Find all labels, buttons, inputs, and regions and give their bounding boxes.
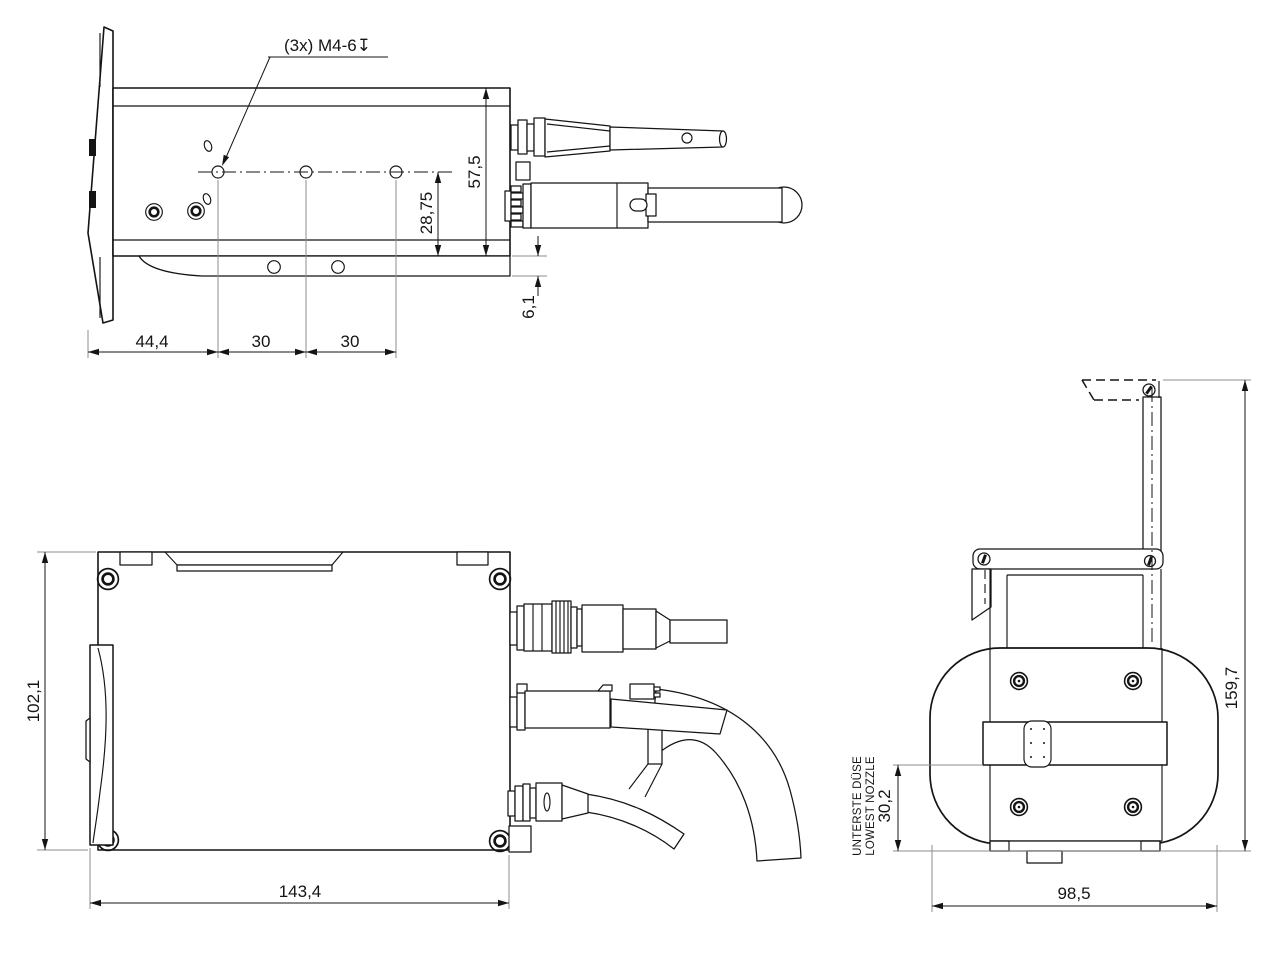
m12-connector	[509, 600, 728, 654]
top-bracket	[971, 548, 1164, 621]
top-notch	[119, 551, 153, 566]
dim-159-7: 159,7	[893, 379, 1251, 852]
bottom-strip	[989, 840, 1161, 864]
nozzle-label-en: LOWEST NOZZLE	[865, 756, 877, 856]
dim-30-2: 30,2 LOWEST NOZZLE UNTERSTE DÜSE	[852, 756, 983, 856]
top-notch	[456, 551, 489, 566]
dim-label: 30	[252, 332, 271, 351]
dim-label: 98,5	[1057, 884, 1090, 903]
dim-28-75: 28,75	[417, 172, 442, 256]
flange-slot	[89, 139, 96, 156]
mounting-flange	[87, 26, 114, 324]
side-view: 159,7 30,2 LOWEST NOZZLE UNTERSTE DÜSE 9…	[852, 379, 1251, 912]
nozzle	[1023, 720, 1052, 768]
dim-label: 6,1	[519, 295, 538, 319]
nozzle-label-de: UNTERSTE DÜSE	[852, 756, 864, 856]
side-flap	[971, 568, 992, 621]
edge-tab	[515, 161, 531, 181]
dim-6-1: 6,1	[512, 236, 547, 319]
dim-143-4: 143,4	[89, 848, 510, 909]
dim-chain-bottom: 44,4 30 30	[87, 180, 397, 358]
screw	[1009, 797, 1029, 817]
screw	[1009, 671, 1029, 691]
flange-slot	[89, 191, 96, 208]
dim-label: 30	[341, 332, 360, 351]
side-blade	[85, 644, 114, 846]
plate-hole	[331, 260, 345, 274]
support-bracket	[628, 722, 663, 798]
thin-nozzle-tube	[585, 793, 685, 850]
neck	[989, 569, 1162, 650]
dim-102-1: 102,1	[24, 551, 96, 851]
dim-label: 102,1	[24, 680, 43, 723]
corner-screw	[96, 567, 120, 591]
lower-plate	[138, 255, 511, 277]
fastener-holes	[145, 140, 213, 221]
latch-pin	[629, 198, 648, 212]
round-connector-top	[504, 182, 803, 229]
dim-label: 159,7	[1222, 667, 1241, 710]
screw	[1123, 671, 1143, 691]
top-view: (3x) M4-6↧ 57,5 28,75 6,1	[87, 26, 803, 358]
cable-connector-top	[510, 117, 728, 158]
flat-ribbon	[610, 698, 728, 735]
front-view: 102,1 143,4	[24, 551, 802, 909]
screw	[1123, 797, 1143, 817]
plate-hole	[267, 260, 281, 274]
edge-block	[508, 825, 532, 853]
body-front-view	[97, 551, 511, 851]
dim-98-5: 98,5	[931, 845, 1218, 912]
dim-label: 28,75	[417, 192, 436, 235]
middle-connector	[509, 683, 613, 731]
threaded-holes-m4	[211, 165, 403, 179]
dim-label: 143,4	[279, 882, 322, 901]
thread-note: (3x) M4-6↧	[222, 36, 388, 166]
cable	[669, 619, 728, 644]
bottom-connector	[507, 782, 589, 822]
thread-note-label: (3x) M4-6↧	[284, 36, 371, 55]
dim-label: 57,5	[465, 155, 484, 188]
nozzle-band	[982, 721, 1168, 766]
dim-57-5: 57,5	[465, 88, 490, 256]
dim-label: 30,2	[875, 789, 894, 822]
ribbon-clamp	[629, 683, 661, 700]
corner-screw	[488, 567, 512, 591]
cable-hole	[681, 132, 693, 144]
dim-label: 44,4	[135, 332, 168, 351]
